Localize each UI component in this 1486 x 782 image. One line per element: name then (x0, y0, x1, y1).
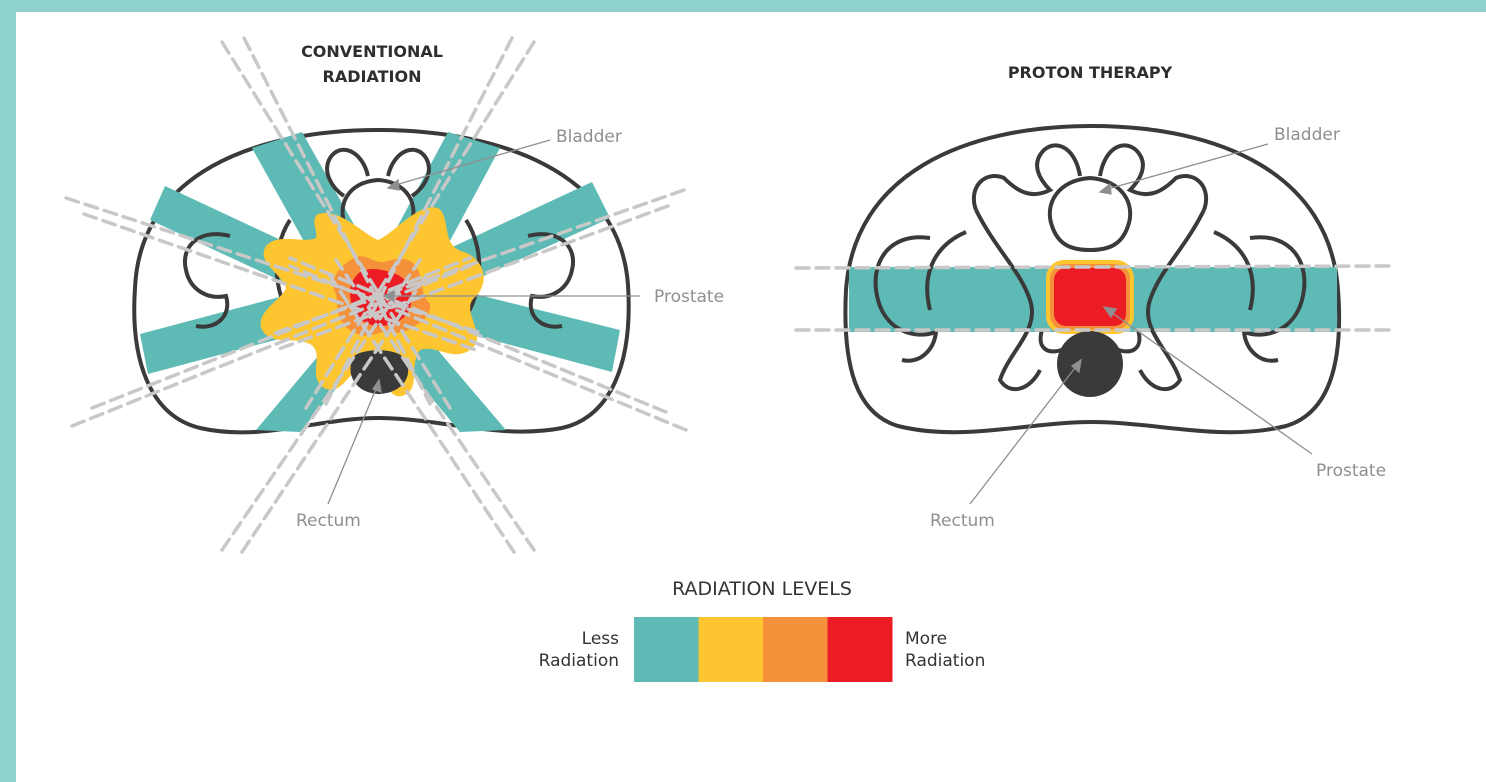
proton-label-prostate: Prostate (1316, 461, 1386, 481)
conventional-title-line2: RADIATION (323, 67, 422, 86)
proton-dose-red (1054, 268, 1126, 326)
legend-swatch-bar (634, 617, 893, 682)
legend-swatch-level-1 (634, 617, 699, 682)
conventional-title-line1: CONVENTIONAL (301, 42, 443, 61)
proton-label-bladder: Bladder (1274, 125, 1340, 145)
legend-swatch-level-2 (699, 617, 764, 682)
proton-rectum (1057, 331, 1123, 397)
legend-less-line1: Less (582, 629, 619, 649)
legend-less-line2: Radiation (539, 651, 619, 671)
conventional-label-rectum: Rectum (296, 511, 361, 531)
conventional-label-prostate: Prostate (654, 287, 724, 307)
legend-more-line1: More (905, 629, 947, 649)
proton-therapy-panel: PROTON THERAPY (796, 63, 1396, 531)
legend-title: RADIATION LEVELS (672, 578, 852, 600)
legend-more-line2: Radiation (905, 651, 985, 671)
conventional-radiation-panel: CONVENTIONAL RADIATION (66, 38, 724, 552)
legend-swatch-level-4 (828, 617, 893, 682)
conventional-label-bladder: Bladder (556, 127, 622, 147)
proton-title: PROTON THERAPY (1008, 63, 1173, 82)
legend-swatch-level-3 (763, 617, 828, 682)
proton-label-rectum: Rectum (930, 511, 995, 531)
radiation-levels-legend: RADIATION LEVELS Less Radiation More Rad… (539, 578, 986, 682)
